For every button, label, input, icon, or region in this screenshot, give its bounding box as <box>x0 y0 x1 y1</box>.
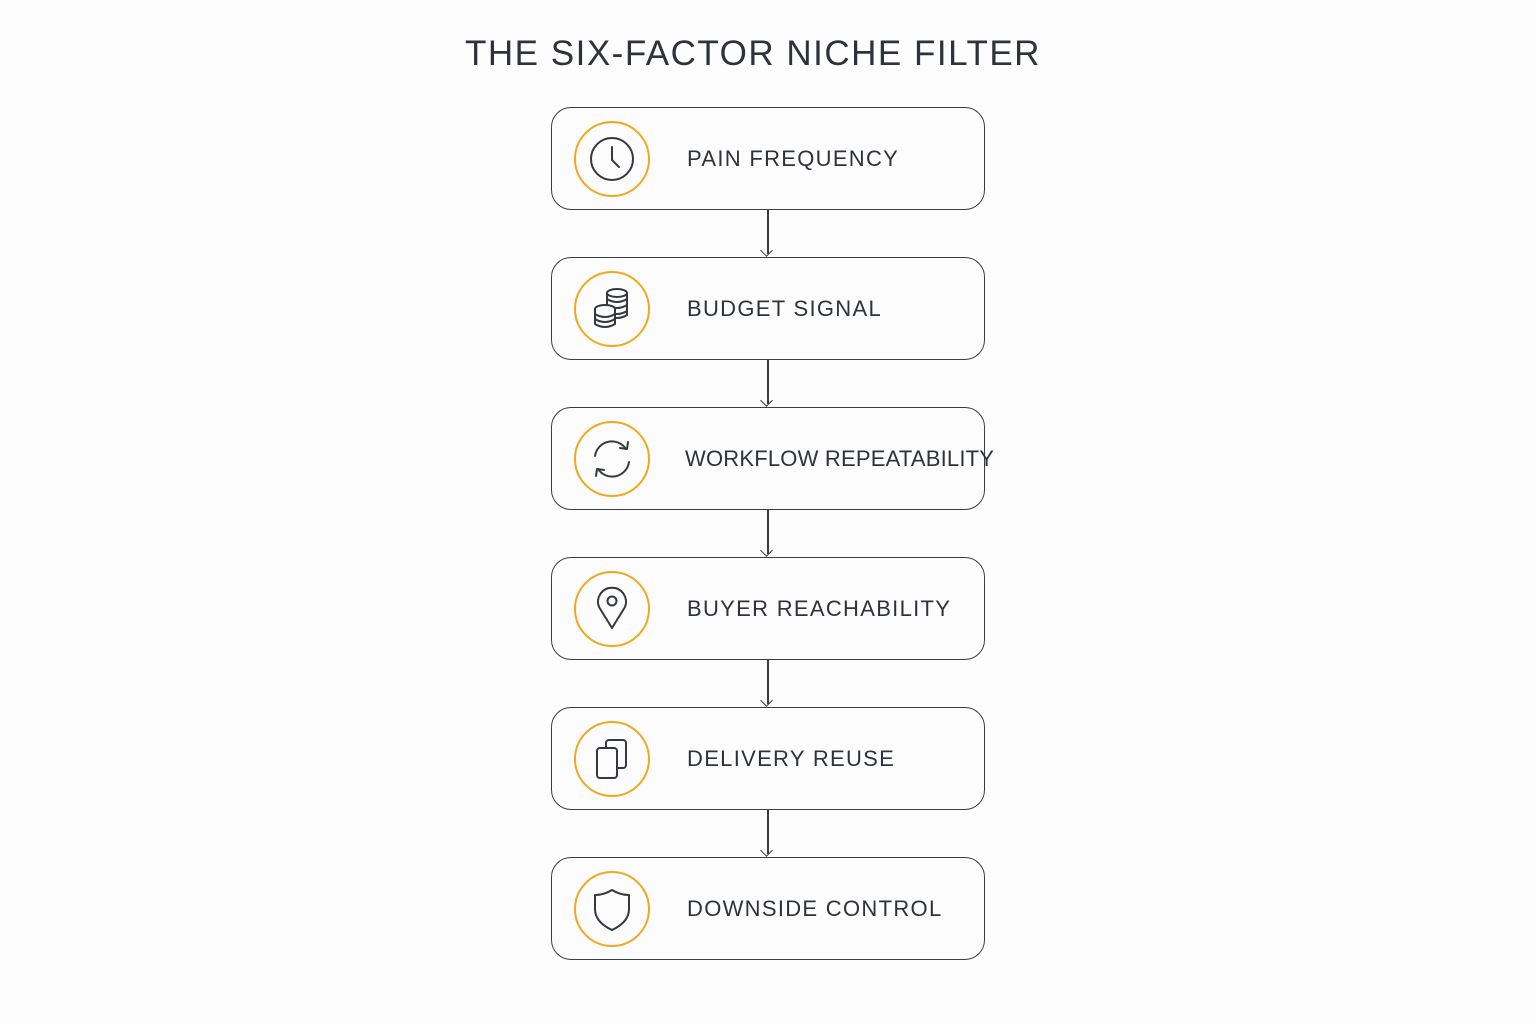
flow-arrow <box>551 210 985 257</box>
flow-arrow <box>551 660 985 707</box>
clock-icon <box>574 120 650 197</box>
diagram-title: THE SIX-FACTOR NICHE FILTER <box>465 34 1041 73</box>
step-workflow-repeatability: WORKFLOW REPEATABILITY <box>551 407 994 510</box>
step-budget-signal: BUDGET SIGNAL <box>551 257 985 360</box>
step-label: PAIN FREQUENCY <box>687 145 900 171</box>
location-pin-icon <box>574 570 650 647</box>
coins-stack-icon <box>574 270 650 347</box>
step-label: BUDGET SIGNAL <box>687 295 882 321</box>
step-downside-control: DOWNSIDE CONTROL <box>551 857 985 960</box>
step-delivery-reuse: DELIVERY REUSE <box>551 707 985 810</box>
step-label: DOWNSIDE CONTROL <box>687 895 943 921</box>
step-label: BUYER REACHABILITY <box>687 595 952 621</box>
step-label: DELIVERY REUSE <box>687 745 896 771</box>
step-pain-frequency: PAIN FREQUENCY <box>551 107 985 210</box>
copy-documents-icon <box>574 720 650 797</box>
step-label: WORKFLOW REPEATABILITY <box>685 445 995 471</box>
flow-arrow <box>551 360 985 407</box>
step-buyer-reachability: BUYER REACHABILITY <box>551 557 985 660</box>
factor-flow: PAIN FREQUENCY BUDGET SIGNAL <box>551 107 994 960</box>
shield-icon <box>574 870 650 947</box>
refresh-cycle-icon <box>574 420 650 497</box>
flow-arrow <box>551 810 985 857</box>
flow-arrow <box>551 510 985 557</box>
